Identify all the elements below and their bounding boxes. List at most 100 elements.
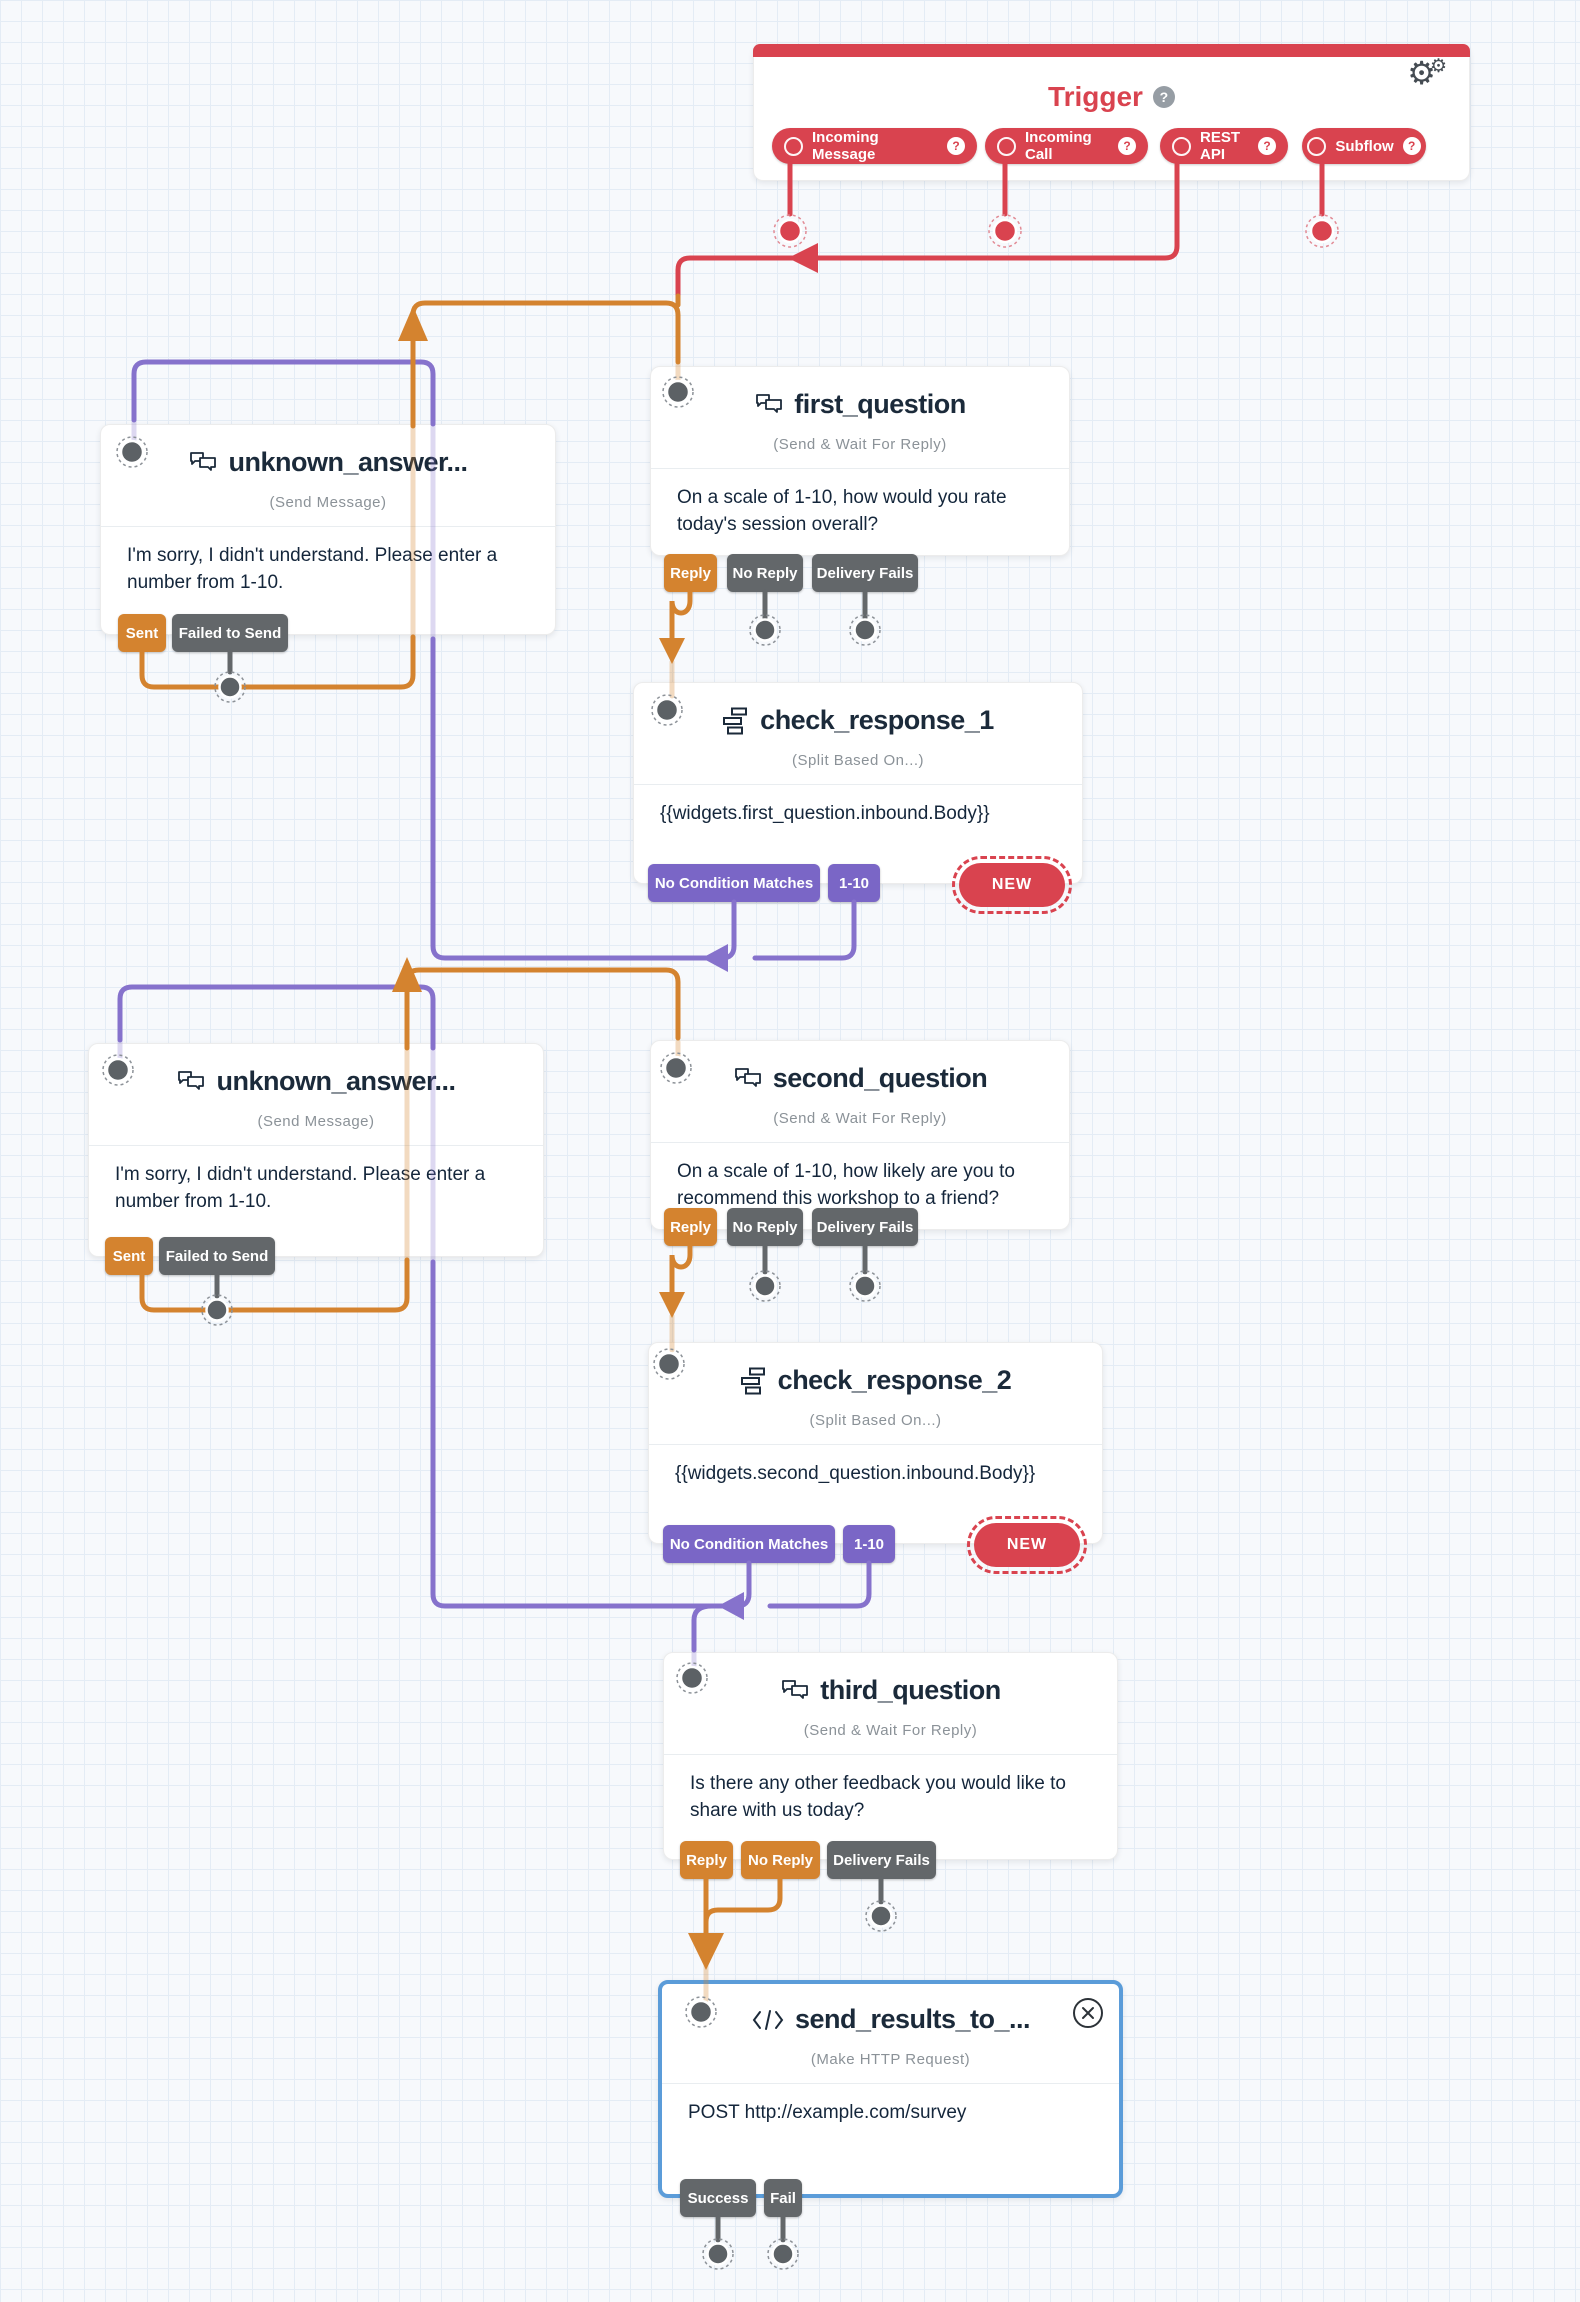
- help-icon[interactable]: ?: [1118, 137, 1136, 155]
- help-icon[interactable]: ?: [947, 137, 965, 155]
- widget-type-label: (Send & Wait For Reply): [803, 1722, 978, 1739]
- button-delivery-fails-2[interactable]: Delivery Fails: [812, 1208, 918, 1246]
- reply-hook-1: [669, 589, 693, 699]
- new-transition-button-1[interactable]: NEW: [952, 856, 1072, 914]
- divider: [89, 1145, 543, 1146]
- widget-check-response-1[interactable]: check_response_1 (Split Based On...) {{w…: [633, 682, 1083, 884]
- button-range-1-10-1[interactable]: 1-10: [828, 864, 880, 902]
- button-delivery-fails-1[interactable]: Delivery Fails: [812, 554, 918, 592]
- button-range-1-10-2[interactable]: 1-10: [843, 1525, 895, 1563]
- help-icon[interactable]: ?: [1402, 137, 1421, 155]
- divider: [649, 1444, 1102, 1445]
- chat-bubbles-icon: [176, 1070, 206, 1094]
- widget-type-label: (Send & Wait For Reply): [773, 1110, 947, 1127]
- close-icon[interactable]: [1073, 1998, 1103, 2028]
- help-icon[interactable]: ?: [1152, 86, 1175, 108]
- divider: [662, 2083, 1119, 2084]
- chat-bubbles-icon: [780, 1679, 810, 1703]
- orange-arrow-down-2: [659, 1292, 685, 1318]
- widget-unknown-answer-2[interactable]: unknown_answer... (Send Message) I'm sor…: [88, 1043, 544, 1257]
- widget-unknown-answer-1[interactable]: unknown_answer... (Send Message) I'm sor…: [100, 424, 556, 635]
- widget-type-label: (Split Based On...): [809, 1412, 942, 1429]
- widget-first-question[interactable]: first_question (Send & Wait For Reply) O…: [650, 366, 1070, 556]
- button-sent-2[interactable]: Sent: [105, 1237, 153, 1275]
- button-no-reply-1[interactable]: No Reply: [727, 554, 803, 592]
- widget-body-text: On a scale of 1-10, how would you rate t…: [677, 487, 1007, 535]
- button-failed-to-send-1[interactable]: Failed to Send: [172, 614, 288, 652]
- chat-bubbles-icon: [733, 1067, 763, 1091]
- gear-icon[interactable]: ⚙⚙: [1407, 55, 1447, 91]
- trigger-accent-bar: [753, 44, 1470, 57]
- divider: [651, 1142, 1069, 1143]
- divider: [651, 468, 1069, 469]
- trigger-title: Trigger: [1048, 81, 1143, 112]
- widget-third-question[interactable]: third_question (Send & Wait For Reply) I…: [663, 1652, 1118, 1860]
- widget-second-question[interactable]: second_question (Send & Wait For Reply) …: [650, 1040, 1070, 1230]
- button-reply-2[interactable]: Reply: [664, 1208, 717, 1246]
- widget-title: first_question: [794, 389, 966, 419]
- red-arrow-left: [788, 243, 818, 273]
- widget-type-label: (Split Based On...): [791, 752, 925, 769]
- widget-send-results[interactable]: send_results_to_... (Make HTTP Request) …: [658, 1980, 1123, 2198]
- widget-type-label: (Send Message): [269, 494, 387, 511]
- split-icon: [740, 1367, 768, 1395]
- trigger-pill-subflow[interactable]: Subflow ?: [1302, 128, 1426, 164]
- help-icon[interactable]: ?: [1258, 137, 1276, 155]
- button-no-condition-matches-2[interactable]: No Condition Matches: [663, 1525, 835, 1563]
- trigger-pill-incoming-message[interactable]: Incoming Message ?: [772, 128, 977, 164]
- button-no-reply-2[interactable]: No Reply: [727, 1208, 803, 1246]
- port-circle-icon[interactable]: [784, 136, 803, 156]
- chat-bubbles-icon: [188, 451, 218, 475]
- widget-body-text: I'm sorry, I didn't understand. Please e…: [127, 545, 498, 593]
- widget-title: check_response_2: [777, 1365, 1012, 1395]
- button-sent-1[interactable]: Sent: [118, 614, 166, 652]
- code-icon: [751, 2008, 785, 2032]
- split-icon: [722, 707, 750, 735]
- port-circle-icon[interactable]: [1172, 136, 1191, 156]
- button-delivery-fails-3[interactable]: Delivery Fails: [827, 1841, 936, 1879]
- button-failed-to-send-2[interactable]: Failed to Send: [159, 1237, 275, 1275]
- pill-label: Subflow: [1335, 137, 1394, 155]
- pill-label: REST API: [1200, 129, 1241, 163]
- red-endpoint-dots: [773, 214, 1339, 248]
- widget-check-response-2[interactable]: check_response_2 (Split Based On...) {{w…: [648, 1342, 1103, 1544]
- divider: [101, 526, 555, 527]
- port-circle-icon[interactable]: [1307, 136, 1327, 156]
- purple-arrow-left-2: [718, 1592, 744, 1620]
- widget-title: unknown_answer...: [216, 1066, 456, 1096]
- port-circle-icon[interactable]: [997, 136, 1016, 156]
- widget-body-text: {{widgets.first_question.inbound.Body}}: [660, 803, 990, 824]
- widget-title: unknown_answer...: [228, 447, 468, 477]
- orange-arrow-down-1: [659, 638, 685, 664]
- widget-type-label: (Send Message): [257, 1113, 375, 1130]
- widget-body-text: On a scale of 1-10, how likely are you t…: [677, 1161, 1015, 1209]
- orange-arrow-down-3: [688, 1933, 724, 1970]
- widget-body-text: I'm sorry, I didn't understand. Please e…: [115, 1164, 486, 1212]
- button-success[interactable]: Success: [680, 2179, 756, 2217]
- purple-arrow-left-1: [702, 944, 728, 972]
- widget-type-label: (Make HTTP Request): [810, 2051, 971, 2068]
- button-no-condition-matches-1[interactable]: No Condition Matches: [648, 864, 820, 902]
- pill-label: Incoming Call: [1025, 129, 1092, 163]
- widget-type-label: (Send & Wait For Reply): [773, 436, 947, 453]
- widget-title: second_question: [772, 1063, 988, 1093]
- widget-title: check_response_1: [760, 705, 994, 735]
- divider: [634, 784, 1082, 785]
- trigger-pill-rest-api[interactable]: REST API ?: [1160, 128, 1288, 164]
- trigger-connectors: [675, 161, 1325, 302]
- divider: [664, 1754, 1117, 1755]
- trigger-pill-incoming-call[interactable]: Incoming Call ?: [985, 128, 1148, 164]
- widget-body-text: {{widgets.second_question.inbound.Body}}: [675, 1463, 1036, 1484]
- widget-body-text: POST http://example.com/survey: [688, 2102, 967, 2123]
- widget-title: third_question: [820, 1675, 1001, 1705]
- widget-body-text: Is there any other feedback you would li…: [690, 1773, 1067, 1821]
- button-fail[interactable]: Fail: [764, 2179, 802, 2217]
- button-reply-3[interactable]: Reply: [680, 1841, 733, 1879]
- orange-arrow-up-2: [392, 957, 422, 992]
- button-no-reply-3[interactable]: No Reply: [741, 1841, 820, 1879]
- pill-label: Incoming Message: [812, 129, 879, 163]
- new-transition-button-2[interactable]: NEW: [967, 1516, 1087, 1574]
- button-reply-1[interactable]: Reply: [664, 554, 717, 592]
- chat-bubbles-icon: [754, 393, 784, 417]
